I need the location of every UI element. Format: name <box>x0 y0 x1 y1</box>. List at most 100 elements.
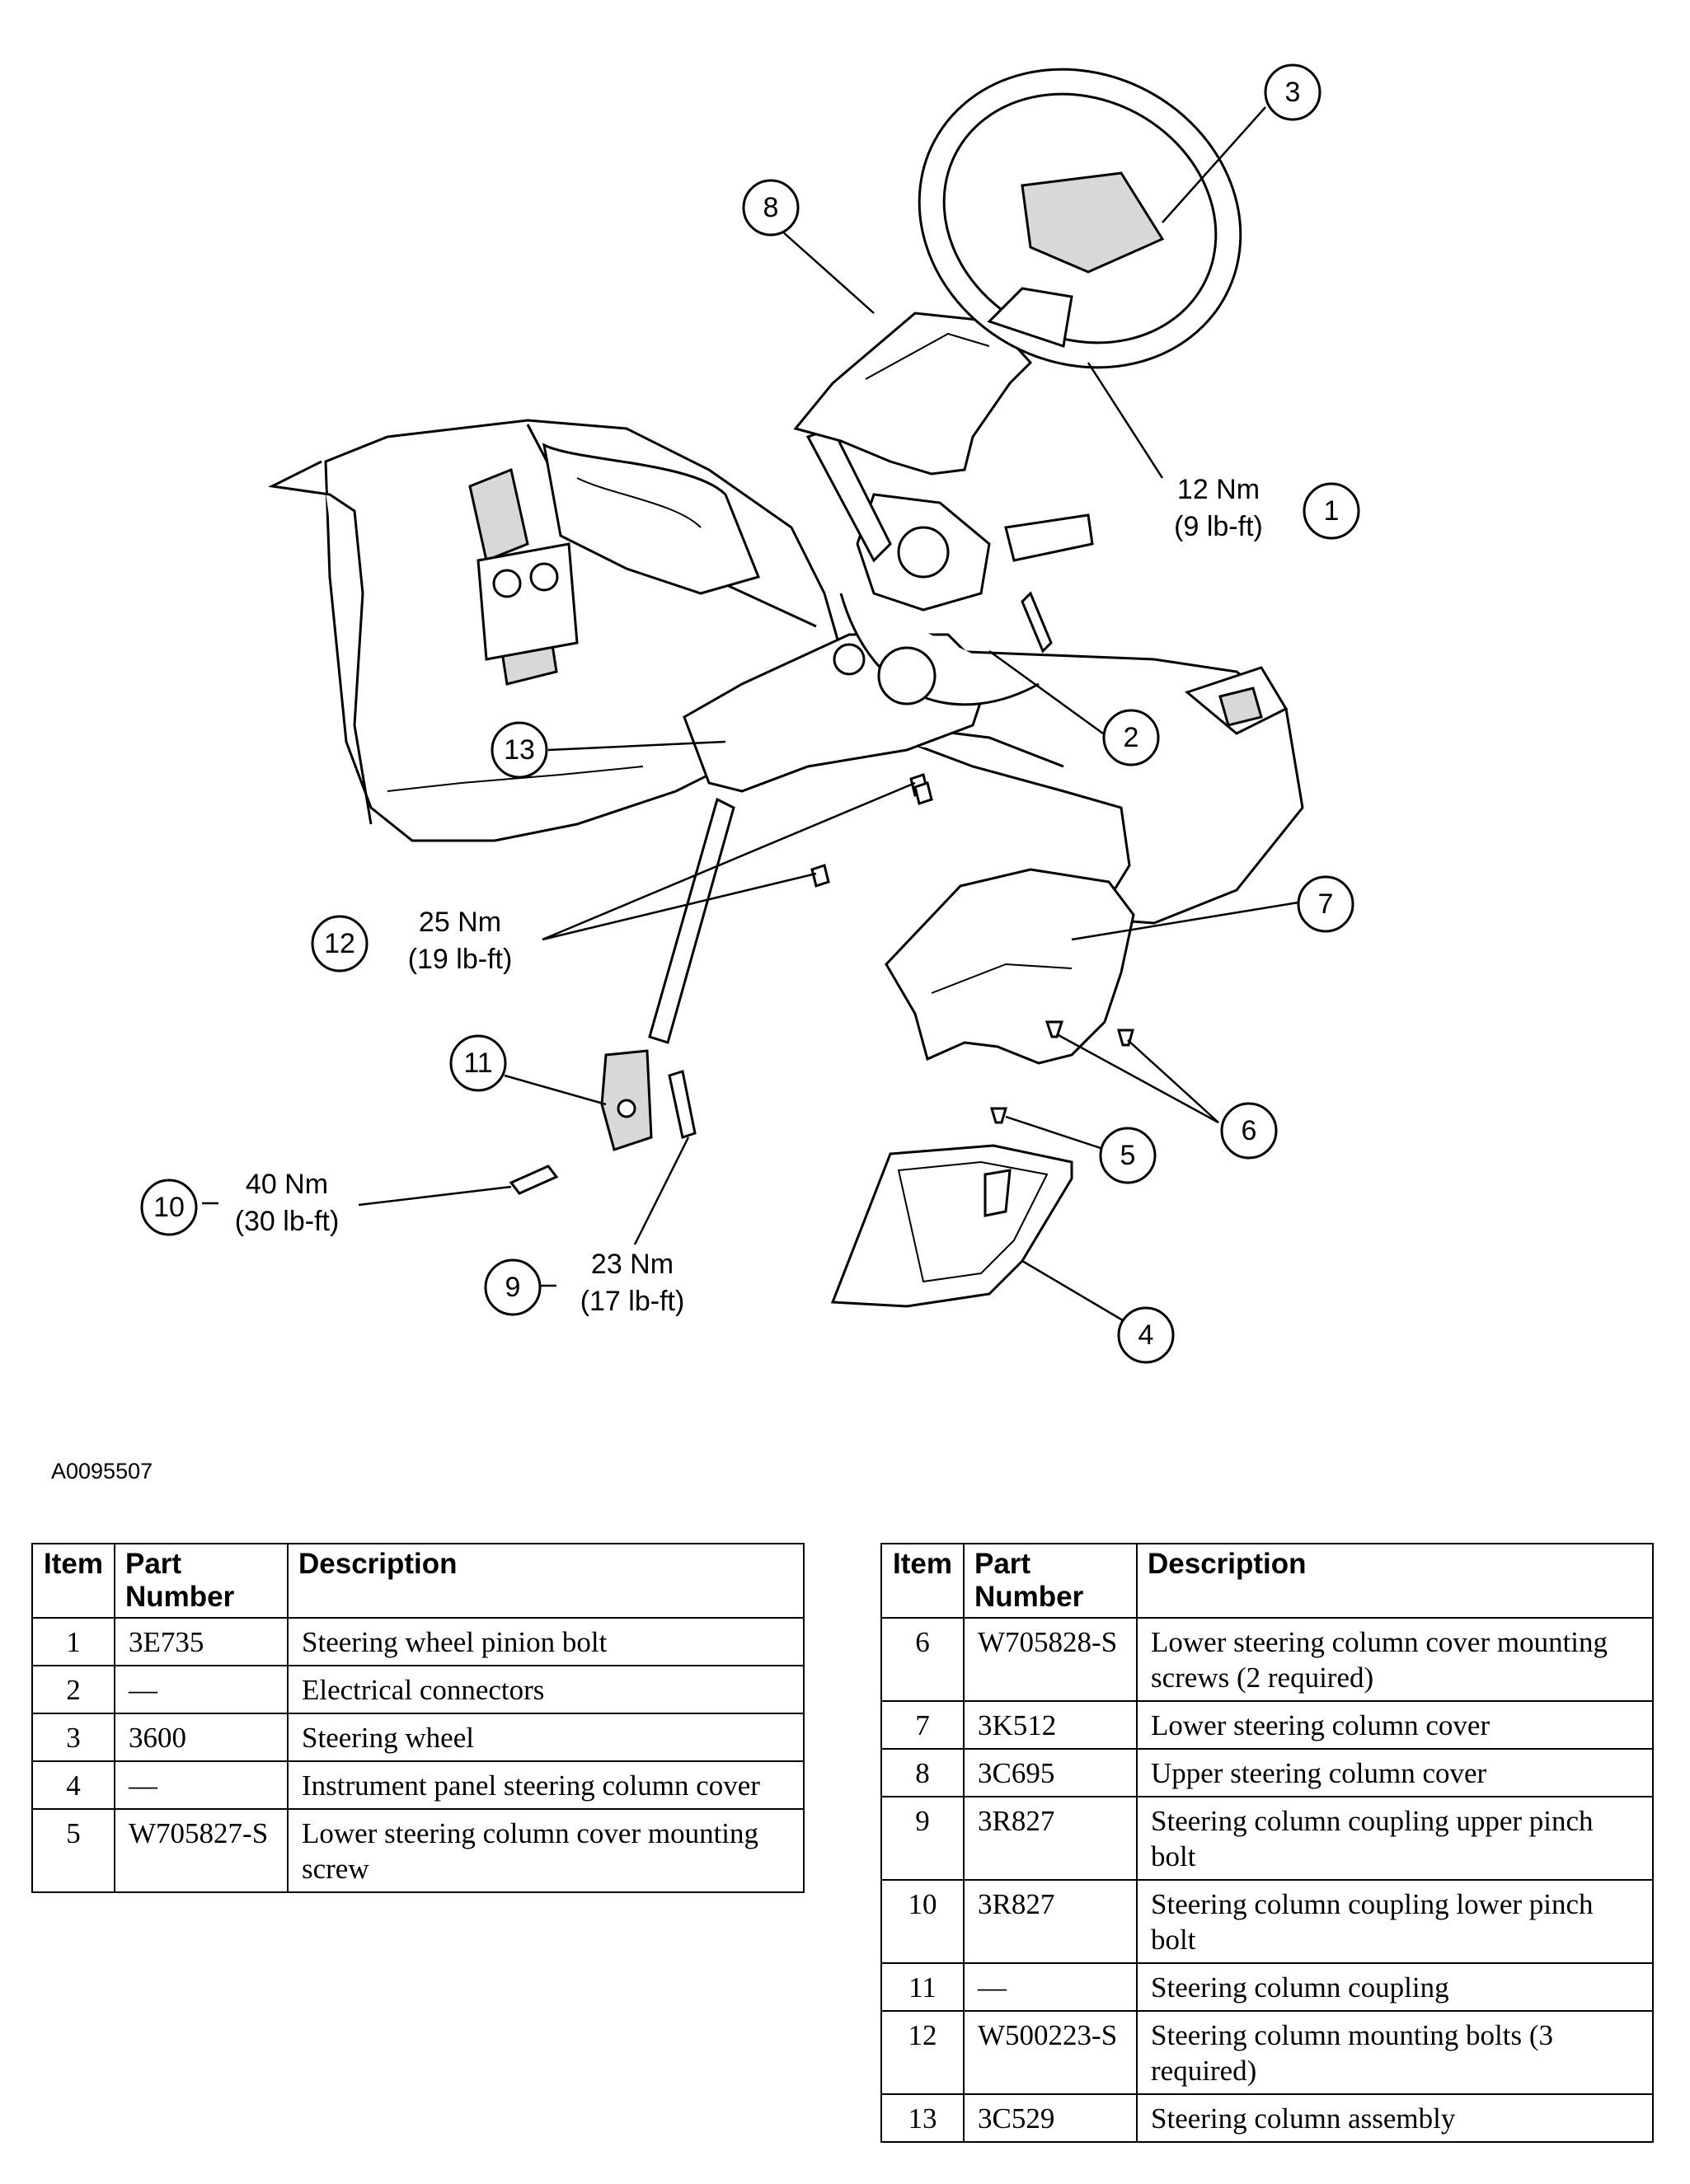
cell-item: 2 <box>31 1665 115 1714</box>
callout-13: 13 <box>491 721 548 779</box>
svg-text:8: 8 <box>763 192 779 223</box>
svg-text:5: 5 <box>1120 1140 1136 1171</box>
table-header-row: Item Part Number Description <box>31 1543 805 1619</box>
cell-part-number: 3C529 <box>963 2093 1138 2143</box>
callout-11: 11 <box>449 1034 507 1092</box>
header-description: Description <box>287 1543 805 1619</box>
table-row: 10 3R827 Steering column coupling lower … <box>880 1879 1654 1964</box>
steering-column-assembly-drawing <box>648 427 1094 1044</box>
cell-description: Steering column coupling upper pinch bol… <box>1136 1796 1654 1881</box>
callout-7: 7 <box>1297 875 1354 933</box>
svg-text:9: 9 <box>505 1272 521 1303</box>
cell-description: Steering column mounting bolts (3 requir… <box>1136 2010 1654 2095</box>
svg-text:7: 7 <box>1318 888 1334 920</box>
ip-column-cover-drawing <box>830 1144 1073 1308</box>
cell-item: 13 <box>880 2093 965 2143</box>
svg-text:(17 lb-ft): (17 lb-ft) <box>580 1286 685 1317</box>
callout-9: 9 <box>484 1258 542 1316</box>
cell-description: Steering column coupling <box>1136 1962 1654 2012</box>
cell-part-number: — <box>963 1962 1138 2012</box>
cell-item: 4 <box>31 1760 115 1810</box>
cell-part-number: — <box>114 1665 289 1714</box>
torque-spec-item10: 40 Nm (30 lb-ft) <box>235 1169 340 1237</box>
parts-table-left: Item Part Number Description 1 3E735 Ste… <box>31 1543 805 1893</box>
cell-description: Electrical connectors <box>287 1665 805 1714</box>
table-row: 13 3C529 Steering column assembly <box>880 2093 1654 2143</box>
header-description: Description <box>1136 1543 1654 1619</box>
figure-id: A0095507 <box>51 1459 153 1483</box>
callout-12: 12 <box>311 915 369 972</box>
cell-item: 5 <box>31 1808 115 1893</box>
svg-text:6: 6 <box>1242 1115 1257 1146</box>
svg-text:12: 12 <box>324 928 355 959</box>
cell-item: 10 <box>880 1879 965 1964</box>
cell-description: Instrument panel steering column cover <box>287 1760 805 1810</box>
svg-text:23 Nm: 23 Nm <box>591 1249 674 1280</box>
table-row: 7 3K512 Lower steering column cover <box>880 1700 1654 1750</box>
torque-spec-item1: 12 Nm (9 lb-ft) <box>1174 474 1263 542</box>
svg-text:25 Nm: 25 Nm <box>419 907 501 938</box>
svg-text:(9 lb-ft): (9 lb-ft) <box>1174 511 1263 542</box>
cell-description: Steering wheel <box>287 1713 805 1762</box>
callout-6: 6 <box>1220 1102 1278 1160</box>
table-row: 2 — Electrical connectors <box>31 1665 805 1714</box>
svg-text:1: 1 <box>1324 495 1340 527</box>
cell-description: Steering column coupling lower pinch bol… <box>1136 1879 1654 1964</box>
cell-part-number: 3R827 <box>963 1879 1138 1964</box>
table-row: 8 3C695 Upper steering column cover <box>880 1748 1654 1797</box>
header-item: Item <box>31 1543 115 1619</box>
svg-text:10: 10 <box>153 1192 185 1223</box>
cell-item: 1 <box>31 1617 115 1666</box>
cell-part-number: 3K512 <box>963 1700 1138 1750</box>
callout-4: 4 <box>1117 1306 1175 1364</box>
svg-text:40 Nm: 40 Nm <box>246 1169 328 1200</box>
cell-item: 7 <box>880 1700 965 1750</box>
exploded-view-diagram: 1 2 3 4 5 6 7 8 9 10 11 12 <box>140 63 1360 1364</box>
cell-part-number: W500223-S <box>963 2010 1138 2095</box>
table-row: 5 W705827-S Lower steering column cover … <box>31 1808 805 1893</box>
lower-column-cover-drawing <box>885 868 1135 1065</box>
svg-text:3: 3 <box>1285 77 1301 108</box>
svg-text:13: 13 <box>504 734 535 766</box>
cell-description: Steering column assembly <box>1136 2093 1654 2143</box>
table-row: 11 — Steering column coupling <box>880 1962 1654 2012</box>
cell-part-number: W705828-S <box>963 1617 1138 1702</box>
callout-3: 3 <box>1264 63 1321 121</box>
callout-2: 2 <box>1102 709 1160 766</box>
cell-part-number: 3C695 <box>963 1748 1138 1797</box>
steering-wheel-drawing <box>918 68 1242 369</box>
parts-table-right: Item Part Number Description 6 W705828-S… <box>880 1543 1654 2143</box>
cell-item: 12 <box>880 2010 965 2095</box>
svg-text:(30 lb-ft): (30 lb-ft) <box>235 1206 340 1237</box>
cell-item: 3 <box>31 1713 115 1762</box>
header-part-number: Part Number <box>114 1543 289 1619</box>
cell-part-number: — <box>114 1760 289 1810</box>
torque-spec-item9: 23 Nm (17 lb-ft) <box>580 1249 685 1317</box>
callout-1: 1 <box>1303 482 1360 540</box>
torque-spec-item12: 25 Nm (19 lb-ft) <box>408 907 513 975</box>
cell-item: 8 <box>880 1748 965 1797</box>
callout-8: 8 <box>742 179 800 237</box>
table-row: 9 3R827 Steering column coupling upper p… <box>880 1796 1654 1881</box>
table-row: 1 3E735 Steering wheel pinion bolt <box>31 1617 805 1666</box>
cell-part-number: 3600 <box>114 1713 289 1762</box>
table-header-row: Item Part Number Description <box>880 1543 1654 1619</box>
header-item: Item <box>880 1543 965 1619</box>
cell-part-number: W705827-S <box>114 1808 289 1893</box>
cell-description: Steering wheel pinion bolt <box>287 1617 805 1666</box>
callout-10: 10 <box>140 1179 198 1236</box>
cell-description: Lower steering column cover mounting scr… <box>287 1808 805 1893</box>
cell-description: Lower steering column cover <box>1136 1700 1654 1750</box>
table-row: 4 — Instrument panel steering column cov… <box>31 1760 805 1810</box>
cell-description: Upper steering column cover <box>1136 1748 1654 1797</box>
table-row: 3 3600 Steering wheel <box>31 1713 805 1762</box>
cell-item: 6 <box>880 1617 965 1702</box>
leader-lines <box>202 106 1326 1327</box>
svg-text:11: 11 <box>463 1047 492 1079</box>
header-part-number: Part Number <box>963 1543 1138 1619</box>
svg-text:2: 2 <box>1124 722 1139 753</box>
coupling-and-bolts-drawing <box>509 773 1134 1195</box>
cell-item: 11 <box>880 1962 965 2012</box>
svg-text:4: 4 <box>1138 1319 1154 1351</box>
cell-description: Lower steering column cover mounting scr… <box>1136 1617 1654 1702</box>
